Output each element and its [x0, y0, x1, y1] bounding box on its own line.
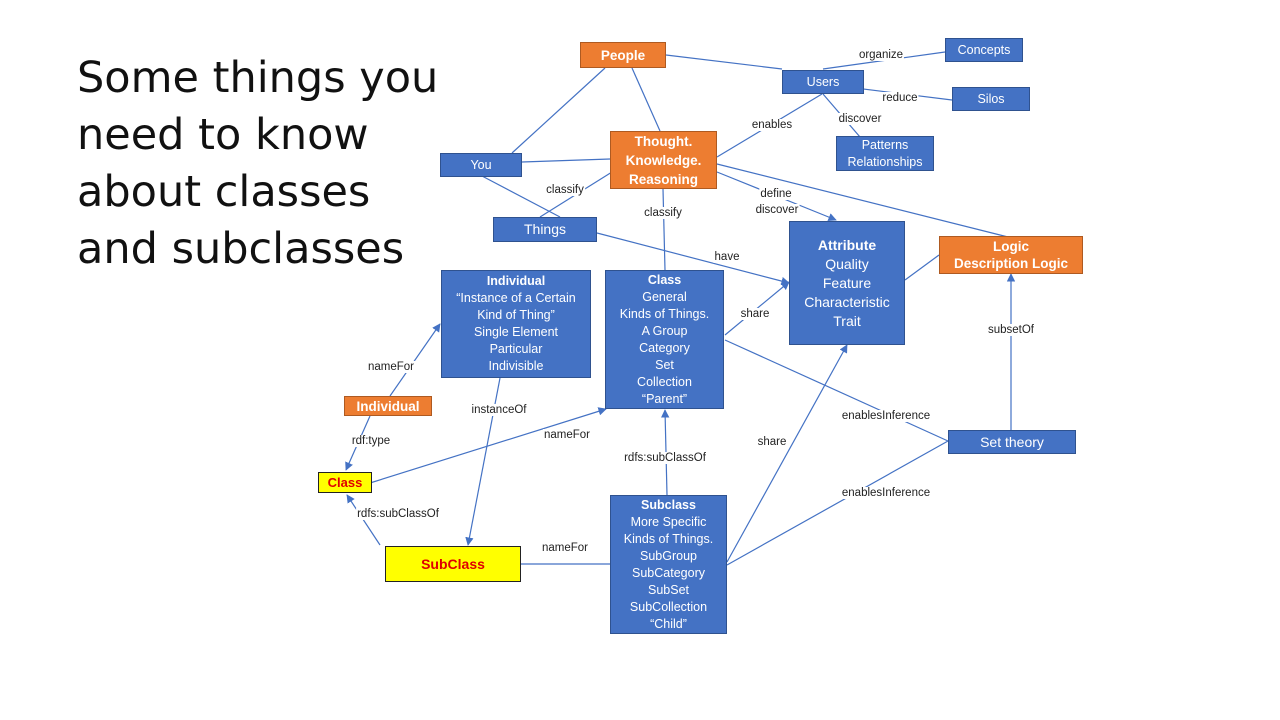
- edge-thought-class: [662, 188, 666, 271]
- label-discover: discover: [837, 113, 883, 125]
- node-individual-tag: Individual: [344, 396, 432, 416]
- node-subclass-line6: SubCollection: [629, 599, 708, 614]
- edge-subclass-settheory: [726, 440, 949, 566]
- node-patterns: Patterns Relationships: [836, 136, 934, 171]
- edge-class-tag-class: [369, 407, 607, 484]
- label-classify-class: classify: [643, 207, 683, 219]
- node-patterns-line2: Relationships: [847, 154, 923, 169]
- node-attribute-line1: Quality: [825, 255, 869, 272]
- node-subclass-tag: SubClass: [385, 546, 521, 582]
- node-concepts: Concepts: [945, 38, 1023, 62]
- label-reduce: reduce: [881, 92, 919, 104]
- node-users: Users: [782, 70, 864, 94]
- node-things: Things: [493, 217, 597, 242]
- node-set-theory: Set theory: [948, 430, 1076, 454]
- label-subsetOf: subsetOf: [986, 324, 1036, 336]
- label-discover2: discover: [754, 204, 800, 216]
- node-individual-line2: Kind of Thing”: [477, 308, 555, 322]
- node-attribute: Attribute Quality Feature Characteristic…: [789, 221, 905, 345]
- label-nameFor-class: nameFor: [542, 429, 592, 441]
- node-thought-line3: Reasoning: [628, 171, 698, 187]
- node-subclass-line1: More Specific: [630, 514, 707, 529]
- label-enablesInference-bottom: enablesInference: [840, 487, 932, 499]
- label-define: define: [759, 188, 793, 200]
- label-rdfs-subClassOf-left: rdfs:subClassOf: [356, 508, 440, 520]
- node-individual-tag-label: Individual: [356, 398, 420, 414]
- node-logic-line2: Description Logic: [953, 256, 1068, 271]
- node-class-line2: Kinds of Things.: [619, 306, 710, 321]
- node-class-line1: General: [642, 289, 687, 304]
- edge-you-things: [481, 175, 561, 218]
- edge-logic-attribute: [904, 254, 940, 281]
- node-people-label: People: [600, 47, 646, 63]
- node-attribute-line4: Trait: [833, 312, 861, 329]
- node-things-label: Things: [523, 221, 567, 237]
- node-class-line5: Set: [655, 357, 674, 372]
- edge-thought-logic: [716, 163, 1009, 238]
- node-logic-line1: Logic: [993, 239, 1029, 254]
- node-logic: Logic Description Logic: [939, 236, 1083, 274]
- node-users-label: Users: [806, 74, 840, 89]
- node-subclass-tag-label: SubClass: [421, 555, 485, 572]
- edge-things-attribute: [596, 232, 790, 286]
- node-you: You: [440, 153, 522, 177]
- node-people: People: [580, 42, 666, 68]
- node-individual-line3: Single Element: [473, 325, 559, 339]
- label-have: have: [713, 251, 741, 263]
- edge-you-thought: [521, 158, 611, 163]
- node-subclass-line2: Kinds of Things.: [623, 531, 714, 546]
- node-class-line6: Collection: [637, 374, 692, 389]
- label-enables: enables: [750, 119, 794, 131]
- label-nameFor-subclass: nameFor: [540, 542, 590, 554]
- label-rdf-type: rdf:type: [350, 435, 392, 447]
- node-class-tag-label: Class: [327, 475, 363, 490]
- label-enablesInference-top: enablesInference: [840, 410, 932, 422]
- node-thought-line2: Knowledge.: [625, 152, 702, 168]
- node-class-title: Class: [647, 272, 682, 287]
- node-subclass-title: Subclass: [641, 497, 696, 512]
- node-silos-label: Silos: [977, 91, 1005, 106]
- label-share-class: share: [739, 308, 771, 320]
- label-rdfs-subClassOf-mid: rdfs:subClassOf: [623, 452, 707, 464]
- edge-individual-tag-individual: [389, 323, 441, 397]
- node-class-line4: Category: [639, 340, 690, 355]
- slide-title: Some things you need to know about class…: [77, 53, 439, 274]
- node-individual-line1: “Instance of a Certain: [456, 291, 576, 305]
- node-subclass-line5: SubSet: [647, 582, 689, 597]
- node-patterns-line1: Patterns: [861, 137, 909, 152]
- node-you-label: You: [470, 157, 492, 172]
- node-individual: Individual “Instance of a Certain Kind o…: [441, 270, 591, 378]
- node-set-theory-label: Set theory: [980, 433, 1044, 450]
- label-nameFor-individual: nameFor: [366, 361, 416, 373]
- edge-people-you: [511, 67, 606, 154]
- node-individual-title: Individual: [486, 274, 546, 288]
- node-attribute-line2: Feature: [822, 274, 872, 291]
- label-share-sub: share: [756, 436, 788, 448]
- node-subclass-line3: SubGroup: [640, 548, 697, 563]
- node-class-tag: Class: [318, 472, 372, 493]
- node-individual-line4: Particular: [489, 342, 543, 356]
- edge-subclass-attribute: [726, 344, 848, 563]
- node-thought-line1: Thought.: [634, 133, 693, 149]
- node-thought: Thought. Knowledge. Reasoning: [610, 131, 717, 189]
- node-silos: Silos: [952, 87, 1030, 111]
- node-concepts-label: Concepts: [957, 42, 1011, 57]
- node-class-line7: “Parent”: [641, 391, 688, 406]
- node-attribute-line3: Characteristic: [804, 293, 890, 310]
- node-subclass: Subclass More Specific Kinds of Things. …: [610, 495, 727, 634]
- edge-subclass-tag-class-tag: [346, 494, 381, 546]
- node-subclass-line7: “Child”: [650, 616, 687, 631]
- node-class: Class General Kinds of Things. A Group C…: [605, 270, 724, 409]
- node-individual-line5: Indivisible: [488, 359, 544, 373]
- label-instanceOf: instanceOf: [470, 404, 528, 416]
- node-attribute-title: Attribute: [817, 236, 877, 253]
- label-classify-you: classify: [545, 184, 585, 196]
- node-subclass-line4: SubCategory: [632, 565, 705, 580]
- edge-people-thought: [631, 67, 661, 132]
- label-organize: organize: [857, 49, 905, 61]
- edge-people-users: [665, 54, 783, 70]
- node-class-line3: A Group: [641, 323, 688, 338]
- edge-class-settheory: [724, 339, 949, 442]
